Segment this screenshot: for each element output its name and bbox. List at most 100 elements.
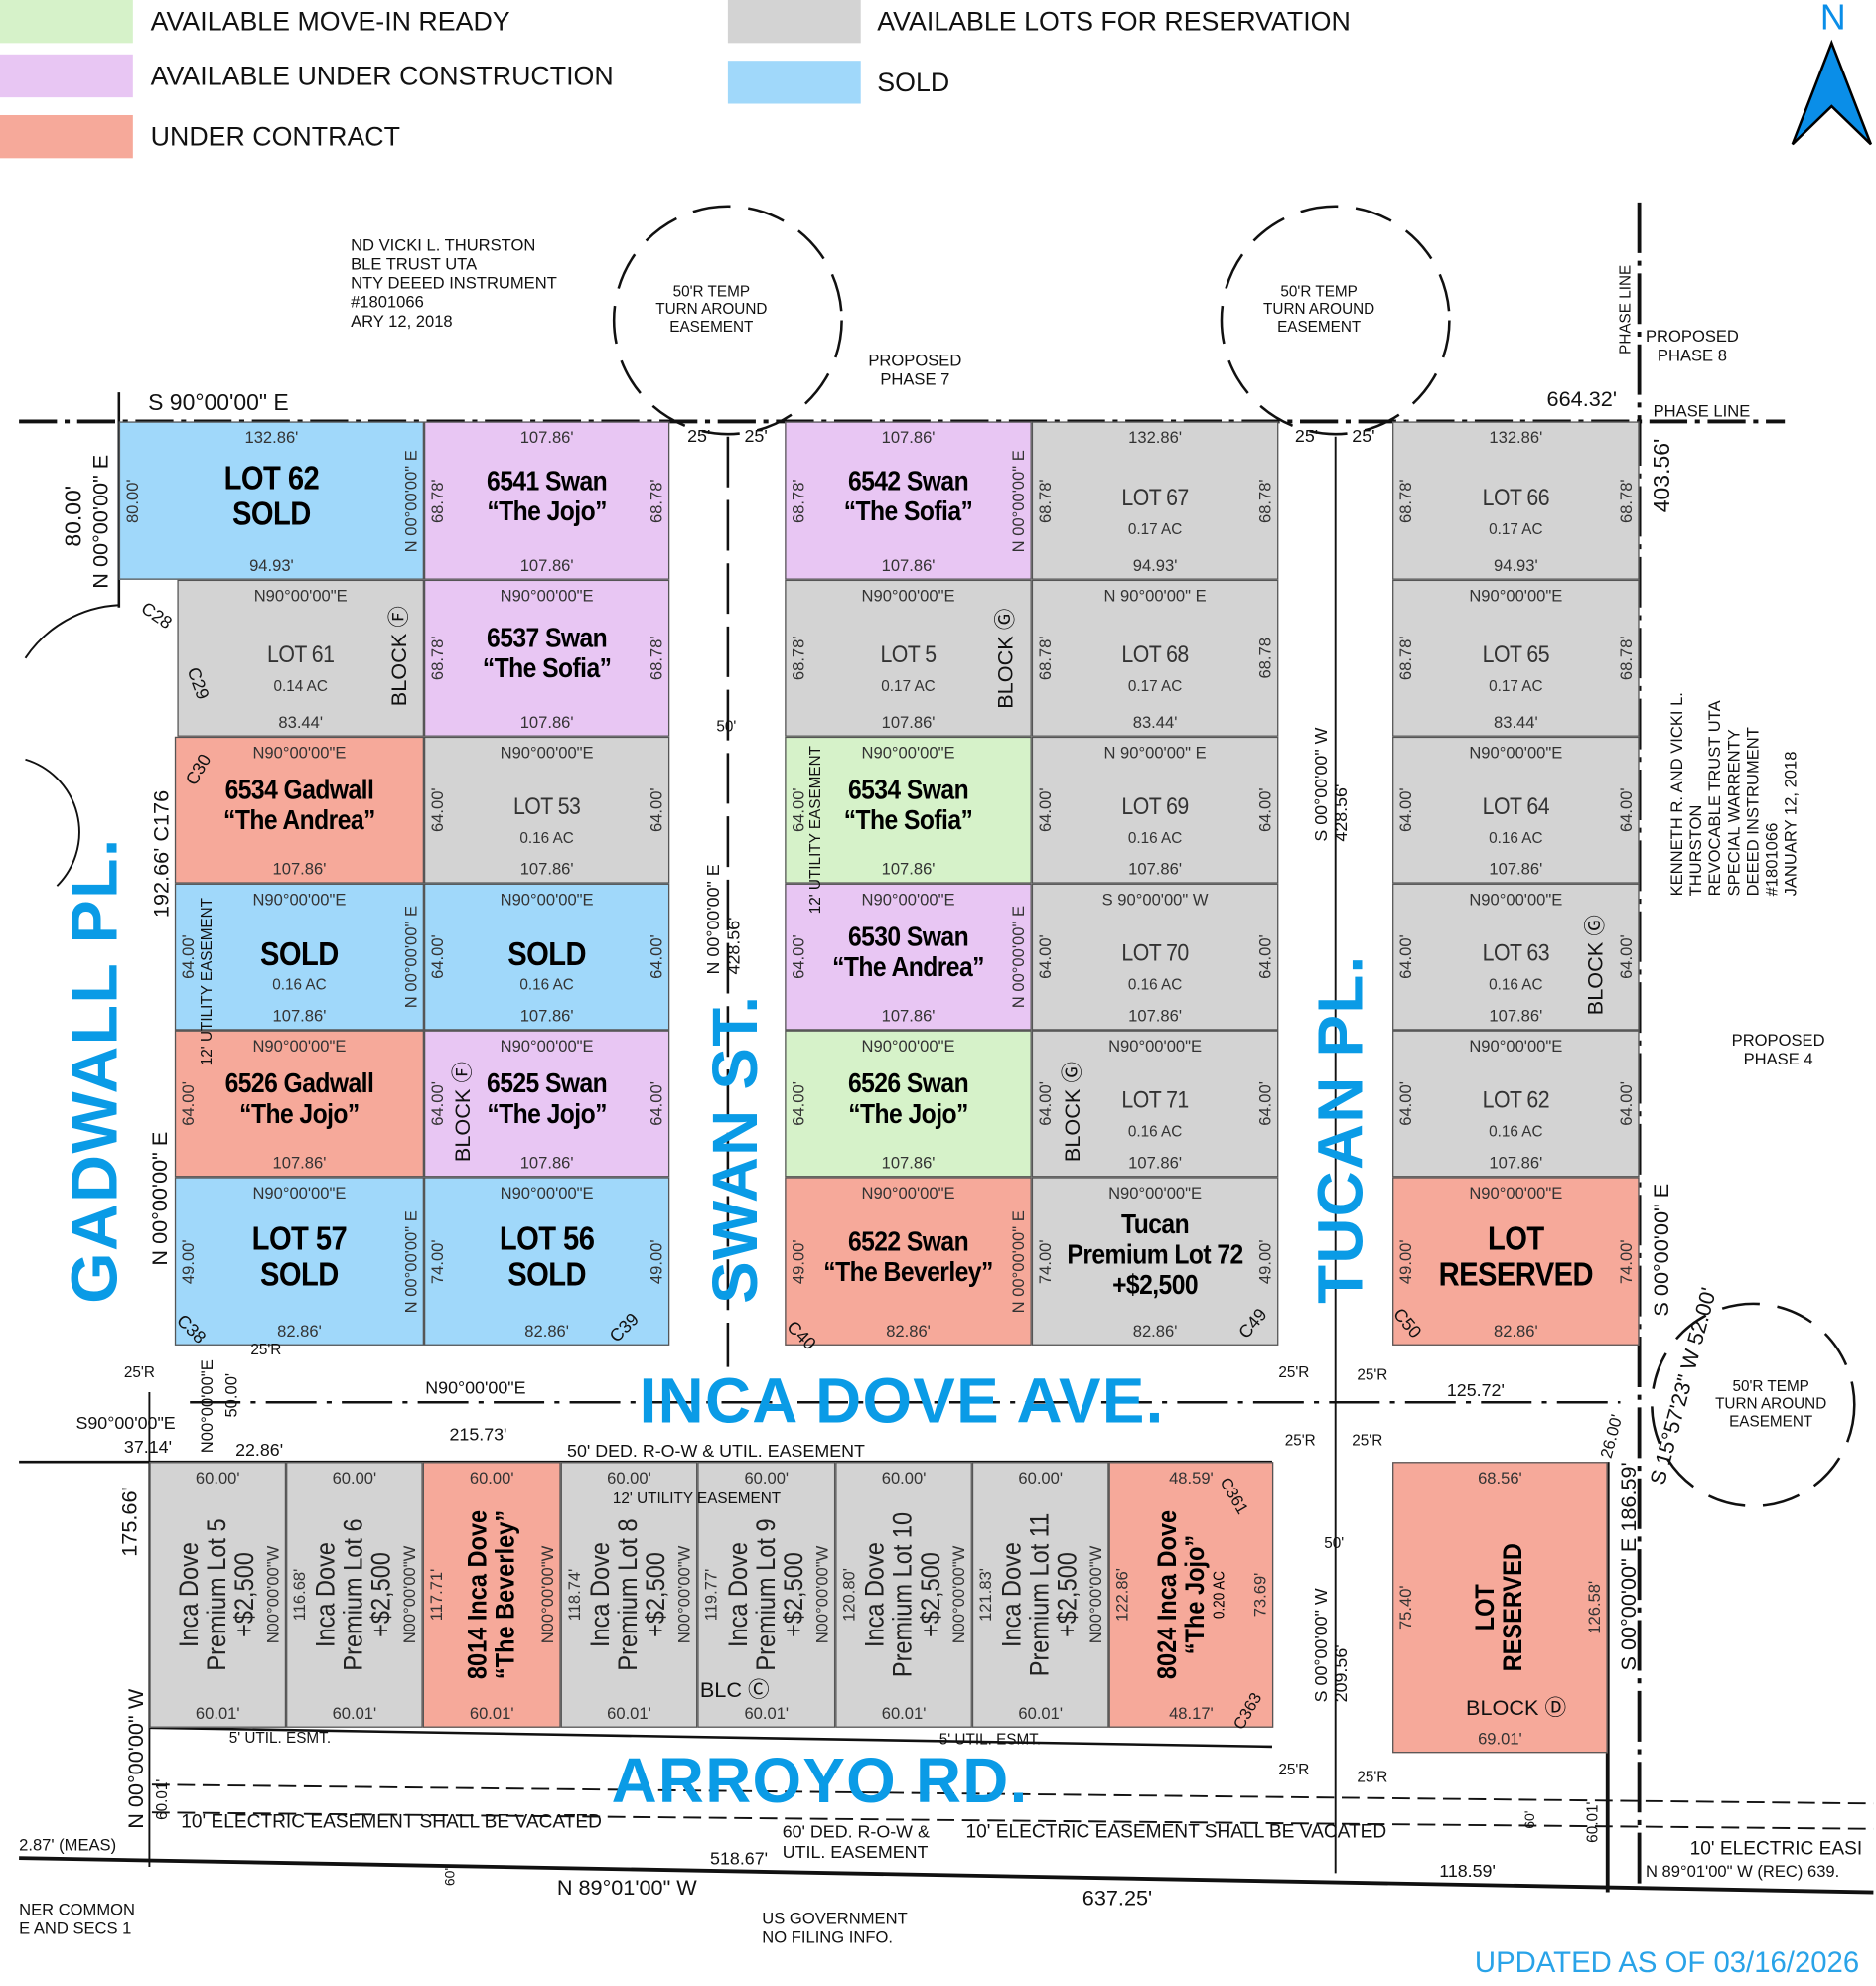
lot-title: 6541 Swan “The Jojo” (487, 464, 608, 526)
lot-title: Tucan Premium Lot 72 +$2,500 (1067, 1206, 1243, 1300)
lot-dimension-left: 64.00' (178, 1081, 198, 1126)
survey-annotation: BLOCK Ⓓ (1465, 1695, 1567, 1721)
lot-dimension-bottom: 82.86' (886, 1321, 931, 1341)
lot-dimension-right: N00°00'00"W (812, 1545, 832, 1644)
survey-annotation: 192.66' C176 (149, 789, 174, 919)
lot-dimension-bottom: 83.44' (278, 712, 324, 732)
updated-date: UPDATED AS OF 03/16/2026 (1474, 1945, 1860, 1979)
lot-dimension-bottom: 60.01' (1018, 1703, 1064, 1723)
survey-annotation: KENNETH R. AND VICKI L. THURSTON REVOCAB… (1666, 692, 1801, 897)
lot-dimension-top: 132.86' (1489, 427, 1543, 447)
survey-annotation: ND VICKI L. THURSTON BLE TRUST UTA NTY D… (351, 235, 557, 331)
lot-contract[interactable]: 8014 Inca Dove “The Beverley”60.00'60.01… (422, 1462, 561, 1728)
lot-title: Inca Dove Premium Lot 6 +$2,500 (311, 1518, 396, 1671)
survey-annotation: 60' DED. R-O-W & UTIL. EASEMENT (782, 1821, 930, 1863)
lot-acreage: 0.16 AC (1127, 828, 1183, 847)
lot-title-wrap: 8024 Inca Dove “The Jojo”0.20 AC (1153, 1500, 1227, 1690)
lot-acreage: 0.16 AC (519, 975, 574, 994)
lot-dimension-left: 74.00' (427, 1238, 447, 1284)
lot-dimension-right: 68.78' (1616, 478, 1636, 523)
lot-title-wrap: Inca Dove Premium Lot 9 +$2,500 (723, 1500, 807, 1690)
lot-title: 6525 Swan “The Jojo” (487, 1066, 608, 1130)
survey-annotation: 2.87' (MEAS) (19, 1835, 117, 1855)
lot-dimension-bottom: 107.86' (881, 1153, 936, 1173)
lot-dimension-left: 49.00' (789, 1238, 808, 1284)
lot-dimension-right: 64.00' (647, 1081, 666, 1126)
lot-dimension-right: 64.00' (1255, 934, 1275, 979)
lot-acreage: 0.14 AC (273, 676, 328, 695)
lot-dimension-top: N90°00'00"E (1469, 586, 1563, 606)
lot-dimension-right: N00°00'00"W (948, 1545, 969, 1644)
lot-dimension-top: 68.56' (1478, 1468, 1522, 1488)
legend-swatch (0, 54, 133, 98)
lot-dimension-left: 118.74' (564, 1568, 584, 1622)
lot-dimension-bottom: 60.01' (332, 1703, 377, 1723)
lot-acreage: 0.16 AC (272, 975, 327, 994)
lot-dimension-left: 64.00' (1035, 1081, 1055, 1126)
lot-acreage: 0.16 AC (1127, 975, 1183, 994)
lot-dimension-left: 68.78' (1395, 636, 1416, 681)
lot-dimension-top: N90°00'00"E (253, 586, 348, 606)
lot-dimension-right: 68.78' (647, 636, 666, 681)
survey-annotation: BLC Ⓒ (699, 1678, 770, 1703)
lot-construction[interactable]: 6542 Swan “The Sofia”107.86'107.86'68.78… (785, 421, 1032, 580)
survey-annotation: N90°00'00"E (425, 1376, 526, 1398)
lot-title: LOT 67 (1121, 484, 1189, 511)
lot-dimension-left: 122.86' (1112, 1568, 1132, 1622)
survey-annotation: 25' (744, 425, 768, 446)
survey-annotation: S 00°00'00" E 186.59' (1616, 1462, 1641, 1671)
lot-acreage: 0.17 AC (881, 676, 936, 695)
survey-annotation: N 00°00'00" E 428.56' (702, 864, 744, 975)
lot-construction[interactable]: 6541 Swan “The Jojo”107.86'107.86'68.78'… (423, 421, 670, 580)
street-name: ARROYO RD. (611, 1745, 1029, 1817)
lot-dimension-right: N00°00'00"W (263, 1545, 283, 1644)
survey-annotation: 125.72' (1446, 1379, 1505, 1400)
lot-dimension-top: N90°00'00"E (1469, 1183, 1563, 1203)
lot-title: LOT 53 (512, 793, 581, 821)
lot-dimension-left: 64.00' (1035, 934, 1055, 979)
lot-dimension-right: 68.78 (1255, 638, 1275, 679)
lot-dimension-left: 74.00' (1035, 1238, 1055, 1284)
survey-annotation: PROPOSED PHASE 7 (868, 351, 962, 389)
lot-dimension-left: 68.78' (789, 636, 808, 681)
lot-dimension-bottom: 60.01' (744, 1703, 790, 1723)
lot-dimension-left: 64.00' (1395, 934, 1416, 979)
lot-dimension-top: 132.86' (1128, 427, 1182, 447)
